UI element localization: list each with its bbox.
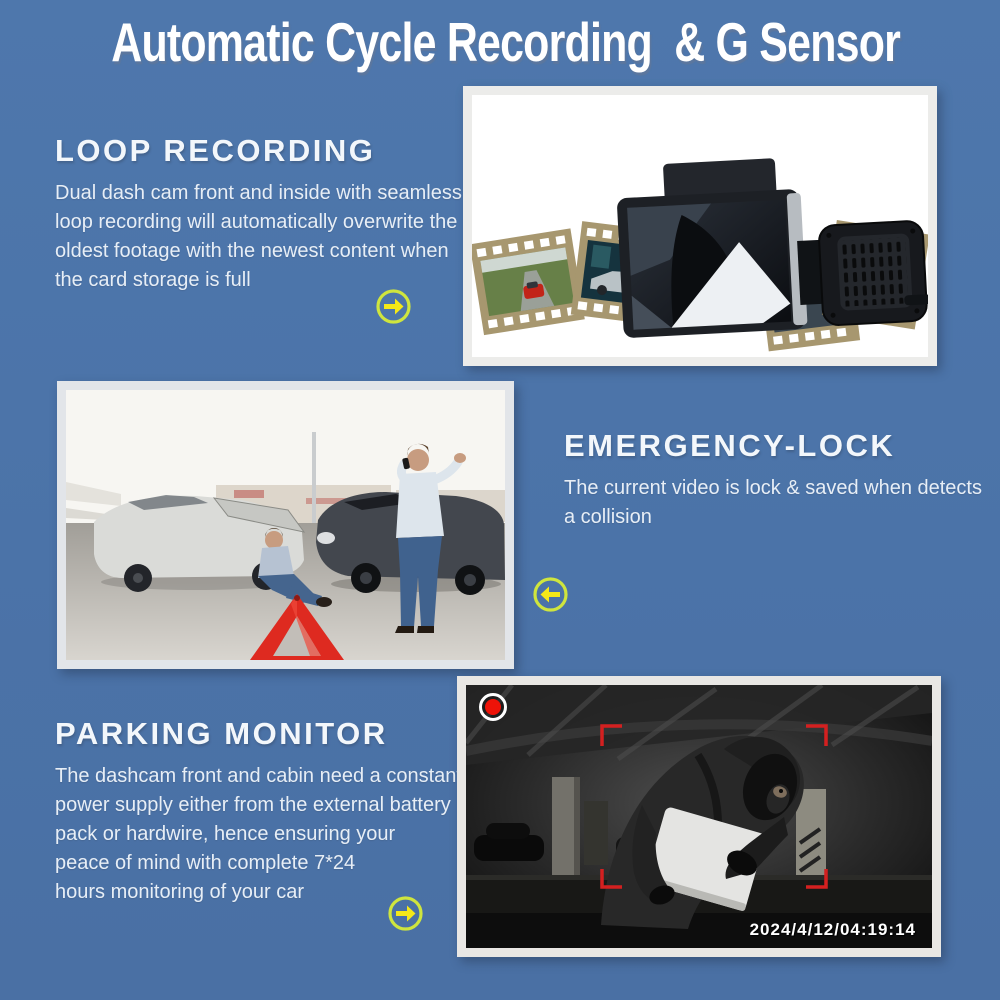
loop-recording-body: Dual dash cam front and inside with seam… [55, 182, 462, 291]
focus-brackets [600, 724, 828, 889]
thief-figure [601, 735, 804, 929]
loop-recording-heading: LOOP RECORDING [55, 133, 376, 168]
arrow-right-circle-icon [387, 895, 424, 932]
section-loop-recording: LOOP RECORDING Dual dash cam front and i… [55, 133, 505, 295]
page-title-wrap: Automatic Cycle Recording & G Sensor [0, 10, 1000, 74]
parking-monitor-photo-card: 2024/4/12/04:19:14 [457, 676, 941, 957]
car-accident-scene-illustration [66, 390, 505, 660]
night-garage-thief-illustration [466, 685, 932, 948]
parking-monitor-heading: PARKING MONITOR [55, 716, 388, 751]
emergency-lock-body: The current video is lock & saved when d… [564, 477, 982, 528]
page-title: Automatic Cycle Recording & G Sensor [111, 11, 901, 73]
emergency-lock-photo-card [57, 381, 514, 669]
loop-recording-photo-card [463, 86, 937, 366]
emergency-lock-heading: EMERGENCY-LOCK [564, 428, 896, 463]
section-emergency-lock: EMERGENCY-LOCK The current video is lock… [564, 428, 1000, 532]
cabin-camera-module [797, 220, 928, 326]
dash-cam-with-film-strips-illustration [472, 95, 928, 357]
standing-person-on-phone [395, 443, 466, 633]
parking-monitor-body: The dashcam front and cabin need a const… [55, 765, 462, 903]
sitting-person [258, 528, 332, 607]
arrow-right-circle-icon [375, 288, 412, 325]
record-dot-icon [479, 693, 507, 721]
dash-cam-device [617, 158, 808, 338]
arrow-left-circle-icon [532, 576, 569, 613]
warning-triangle [250, 594, 344, 660]
section-parking-monitor: PARKING MONITOR The dashcam front and ca… [55, 716, 505, 907]
camera-timestamp: 2024/4/12/04:19:14 [749, 920, 916, 939]
